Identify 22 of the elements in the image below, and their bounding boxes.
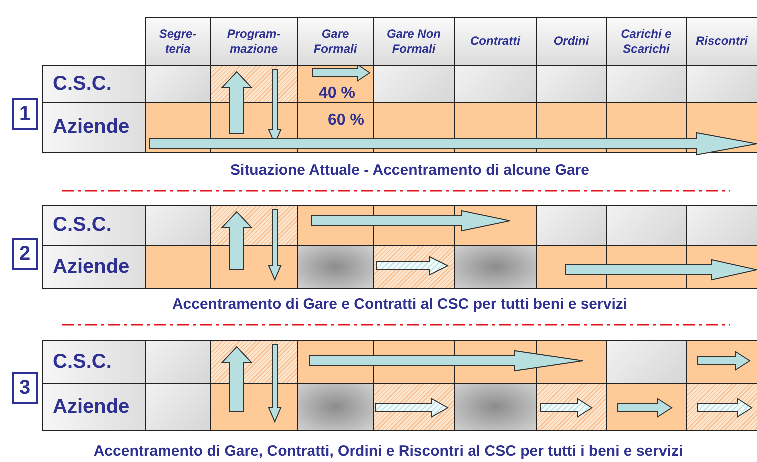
- step-number-box: 3: [12, 372, 38, 404]
- row-header: Aziende: [42, 102, 146, 153]
- caption: Accentramento di Gare, Contratti, Ordini e Riscontri al CSC per tutti i beni e servizi: [92, 443, 684, 460]
- column-header: Contratti: [454, 17, 537, 66]
- step-number-box: 1: [12, 98, 38, 130]
- row-header: Aziende: [42, 383, 146, 431]
- column-header: Ordini: [536, 17, 607, 66]
- column-header: Gare Formali: [297, 17, 374, 66]
- row-header: C.S.C.: [42, 340, 146, 384]
- column-header: Segre- teria: [145, 17, 211, 66]
- row-header: C.S.C.: [42, 205, 146, 246]
- step-number-box: 2: [12, 238, 38, 270]
- caption: Situazione Attuale - Accentramento di alcune Gare: [230, 162, 590, 179]
- column-header: Carichi e Scarichi: [606, 17, 687, 66]
- column-header: Program- mazione: [210, 17, 298, 66]
- caption: Accentramento di Gare e Contratti al CSC per tutti beni e servizi: [171, 296, 629, 313]
- percentage-label: 40 %: [319, 85, 356, 103]
- percentage-label: 60 %: [328, 112, 364, 130]
- row-header: C.S.C.: [42, 65, 146, 103]
- column-header: Gare Non Formali: [373, 17, 455, 66]
- column-header: Riscontri: [686, 17, 757, 66]
- row-header: Aziende: [42, 245, 146, 289]
